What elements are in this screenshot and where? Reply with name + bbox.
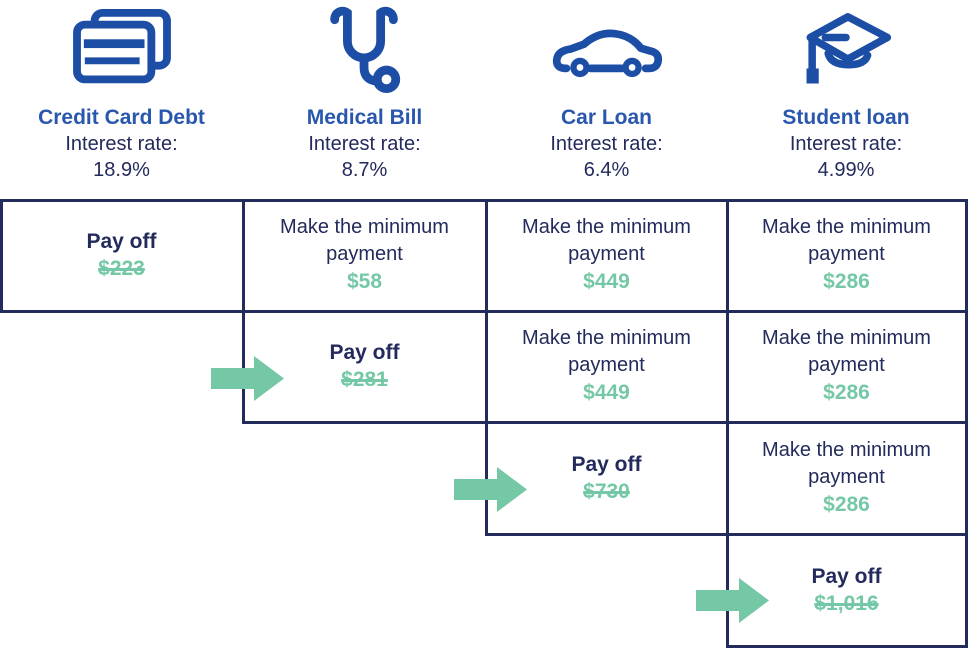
- column-header-student-loan: Student loan Interest rate: 4.99%: [727, 0, 965, 200]
- grid-line-vertical: [0, 199, 3, 313]
- grid-line-vertical: [485, 199, 488, 536]
- cell-payoff-credit-card: Pay off $223: [3, 202, 240, 308]
- stethoscope-icon: [322, 0, 408, 104]
- graduation-cap-icon: [799, 0, 893, 104]
- cell-minimum-car-loan: Make the minimum payment $449: [489, 202, 724, 308]
- cell-payoff-car-loan: Pay off $730: [489, 425, 724, 531]
- cell-minimum-student-loan: Make the minimum payment $286: [730, 313, 963, 419]
- minimum-payment-label: Make the minimum payment: [280, 216, 449, 265]
- column-header-credit-card: Credit Card Debt Interest rate: 18.9%: [0, 0, 243, 200]
- grid-line-horizontal: [727, 645, 968, 648]
- payoff-amount: $1,016: [814, 591, 879, 615]
- minimum-payment-label: Make the minimum payment: [762, 216, 931, 265]
- minimum-payment-label: Make the minimum payment: [762, 327, 931, 376]
- grid-line-vertical: [242, 199, 245, 424]
- grid-line-horizontal: [243, 421, 968, 424]
- column-title: Student loan: [782, 106, 910, 129]
- minimum-payment-label: Make the minimum payment: [762, 439, 931, 488]
- payoff-amount: $730: [583, 479, 630, 503]
- cell-payoff-medical-bill: Pay off $281: [246, 313, 483, 419]
- minimum-payment-label: Make the minimum payment: [522, 327, 691, 376]
- payoff-label: Pay off: [811, 564, 882, 588]
- payoff-amount: $281: [341, 367, 388, 391]
- minimum-payment-amount: $286: [823, 270, 870, 293]
- column-title: Medical Bill: [306, 106, 423, 129]
- interest-rate-label: Interest rate:: [550, 133, 663, 155]
- grid-line-horizontal: [0, 310, 968, 313]
- cell-payoff-student-loan: Pay off $1,016: [730, 537, 963, 643]
- car-icon: [551, 0, 663, 104]
- arrow-right-icon: [696, 578, 769, 623]
- cell-minimum-student-loan: Make the minimum payment $286: [730, 425, 963, 531]
- interest-rate-label: Interest rate:: [789, 133, 903, 155]
- minimum-payment-amount: $286: [823, 493, 870, 516]
- payoff-amount: $223: [98, 256, 145, 280]
- payoff-label: Pay off: [571, 452, 642, 476]
- arrow-right-icon: [211, 356, 284, 401]
- column-header-medical-bill: Medical Bill Interest rate: 8.7%: [243, 0, 486, 200]
- interest-rate-value: 18.9%: [93, 159, 150, 181]
- minimum-payment-amount: $286: [823, 381, 870, 404]
- cell-minimum-student-loan: Make the minimum payment $286: [730, 202, 963, 308]
- interest-rate-label: Interest rate:: [308, 133, 421, 155]
- grid-line-vertical: [965, 199, 968, 648]
- grid-line-vertical: [726, 199, 729, 648]
- minimum-payment-amount: $58: [346, 270, 383, 293]
- interest-rate-value: 8.7%: [341, 159, 388, 181]
- payoff-label: Pay off: [329, 340, 400, 364]
- column-title: Car Loan: [560, 106, 652, 129]
- arrow-right-icon: [454, 467, 527, 512]
- payoff-label: Pay off: [86, 229, 157, 253]
- minimum-payment-label: Make the minimum payment: [522, 216, 691, 265]
- minimum-payment-amount: $449: [583, 270, 630, 293]
- grid-line-horizontal: [0, 199, 968, 202]
- interest-rate-label: Interest rate:: [65, 133, 178, 155]
- credit-card-icon: [71, 0, 173, 104]
- cell-minimum-car-loan: Make the minimum payment $449: [489, 313, 724, 419]
- interest-rate-value: 6.4%: [583, 159, 630, 181]
- cell-minimum-medical-bill: Make the minimum payment $58: [246, 202, 483, 308]
- column-title: Credit Card Debt: [38, 106, 205, 129]
- column-header-car-loan: Car Loan Interest rate: 6.4%: [486, 0, 727, 200]
- minimum-payment-amount: $449: [583, 381, 630, 404]
- interest-rate-value: 4.99%: [817, 159, 875, 181]
